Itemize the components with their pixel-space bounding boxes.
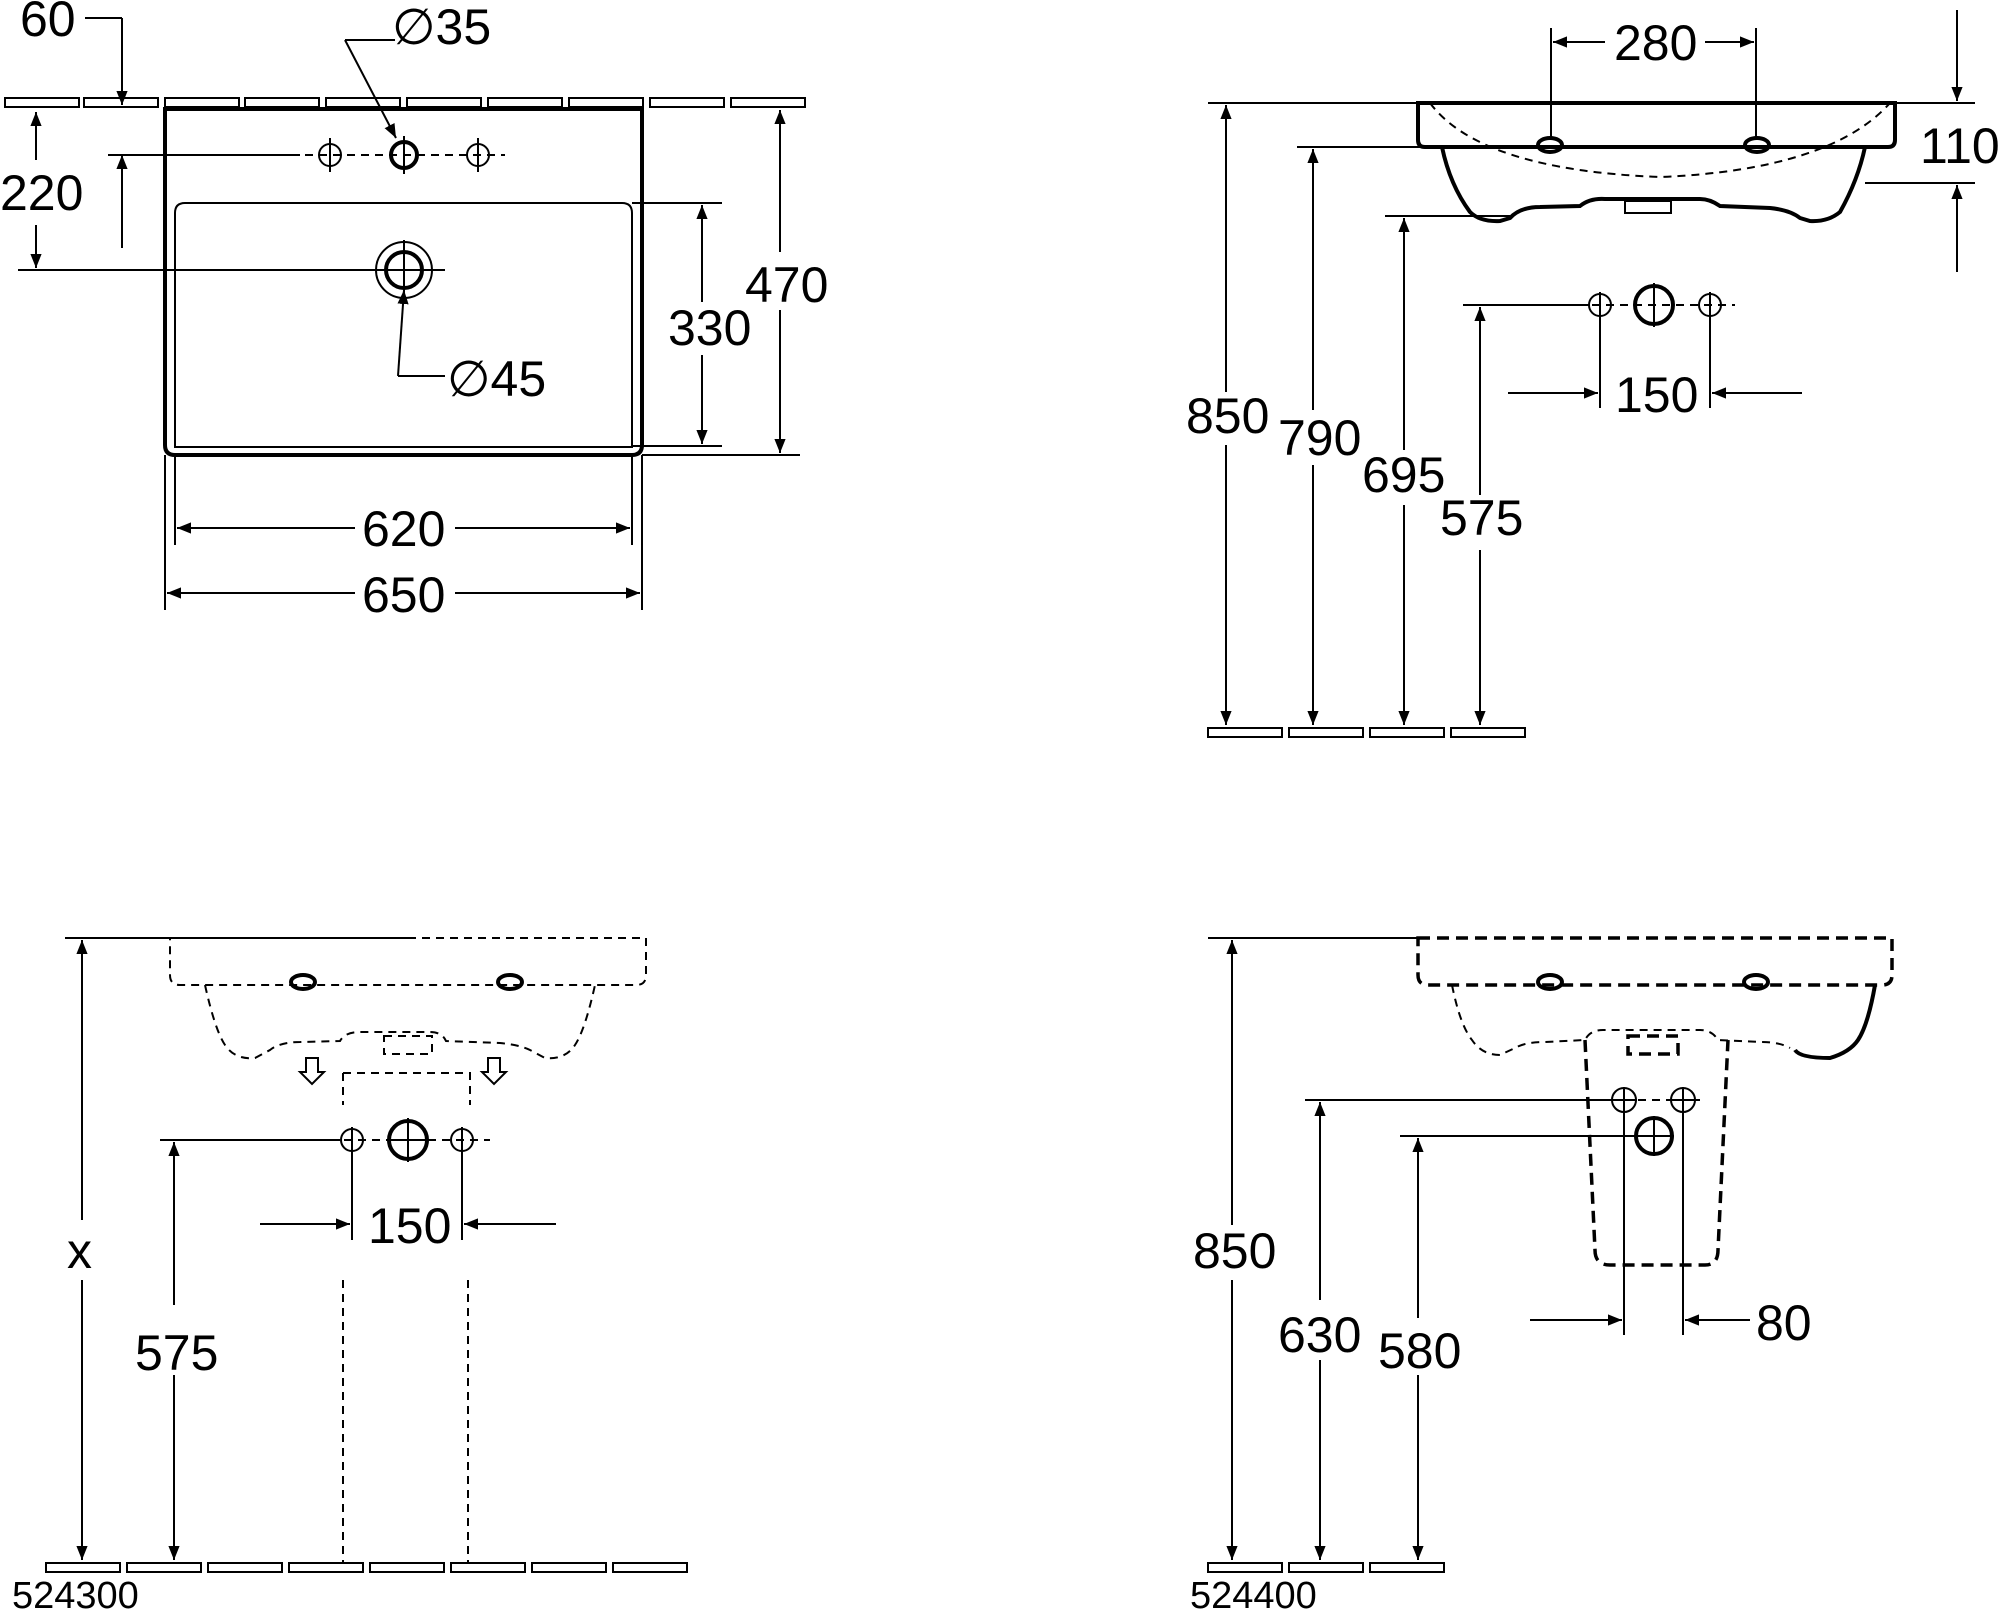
floor-tiles-pedestal bbox=[45, 1562, 688, 1573]
dim-60: 60 bbox=[20, 0, 76, 47]
dim-280: 280 bbox=[1614, 15, 1697, 71]
dim-110: 110 bbox=[1920, 118, 2000, 174]
bowl-outline bbox=[174, 202, 633, 448]
dim-790: 790 bbox=[1278, 410, 1361, 466]
dim-35: ∅35 bbox=[392, 0, 491, 55]
dim-850-side: 850 bbox=[1186, 388, 1269, 444]
dim-575-side: 575 bbox=[1440, 490, 1523, 546]
basin-front bbox=[1416, 101, 1897, 149]
dim-470: 470 bbox=[745, 257, 828, 313]
front-view-wall: 280 110 150 850 790 bbox=[1186, 10, 2000, 738]
dim-150-pedestal: 150 bbox=[368, 1198, 451, 1254]
dim-650: 650 bbox=[362, 567, 445, 623]
dim-45: ∅45 bbox=[447, 351, 546, 407]
dim-630: 630 bbox=[1278, 1307, 1361, 1363]
top-view: 60 ∅35 220 ∅45 330 470 620 bbox=[0, 0, 828, 623]
pedestal-view: 150 x 575 524300 bbox=[12, 937, 688, 1613]
dim-575-pedestal: 575 bbox=[135, 1325, 218, 1381]
tap-holes bbox=[305, 136, 505, 174]
dim-x: x bbox=[67, 1223, 92, 1279]
dim-850-semi: 850 bbox=[1193, 1223, 1276, 1279]
floor-tiles-semi bbox=[1207, 1562, 1445, 1573]
floor-tiles-side bbox=[1207, 727, 1526, 738]
dim-620: 620 bbox=[362, 501, 445, 557]
product-code-524300: 524300 bbox=[12, 1575, 139, 1613]
semipedestal-view: 80 850 630 580 524400 bbox=[1190, 936, 1894, 1613]
dim-220: 220 bbox=[0, 165, 83, 221]
dim-80: 80 bbox=[1756, 1295, 1812, 1351]
dim-580: 580 bbox=[1378, 1323, 1461, 1379]
product-code-524400: 524400 bbox=[1190, 1575, 1317, 1613]
dim-695: 695 bbox=[1362, 447, 1445, 503]
dim-330: 330 bbox=[668, 300, 751, 356]
wall-tiles bbox=[4, 97, 806, 108]
dim-150-top: 150 bbox=[1615, 367, 1698, 423]
drain bbox=[374, 240, 445, 300]
